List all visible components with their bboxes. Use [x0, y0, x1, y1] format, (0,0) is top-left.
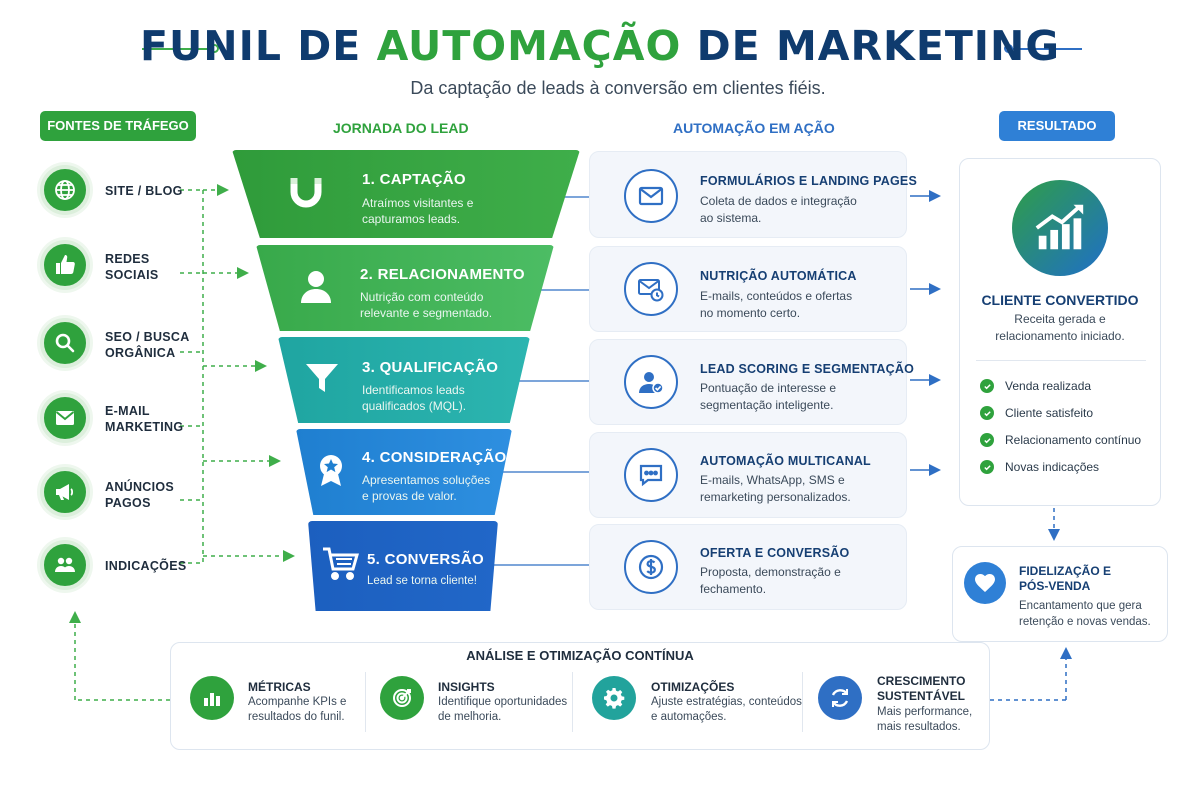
funnel-stage-relacionamento[interactable] — [256, 245, 554, 331]
dollar-icon — [624, 540, 678, 594]
mail-clock-icon — [624, 262, 678, 316]
loyalty-desc: Encantamento que gera retenção e novas v… — [1019, 600, 1151, 628]
target-icon — [380, 676, 424, 720]
analysis-item-title: MÉTRICAS — [248, 680, 311, 694]
analysis-item-desc: Acompanhe KPIs e resultados do funil. — [248, 696, 347, 723]
funnel-stage-captacao[interactable] — [232, 150, 580, 238]
growth-chart-icon — [1012, 180, 1108, 276]
result-desc: Receita gerada e relacionamento iniciado… — [995, 312, 1125, 343]
stage-desc: Nutrição com conteúdo relevante e segmen… — [360, 290, 493, 320]
check-icon — [980, 460, 994, 474]
title-part-1: FUNIL DE — [139, 22, 377, 70]
automation-desc: Proposta, demonstração e fechamento. — [700, 565, 841, 596]
automation-card-scoring[interactable] — [589, 339, 907, 425]
stage-desc: Identificamos leads qualificados (MQL). — [362, 383, 467, 413]
automation-desc: Coleta de dados e integração ao sistema. — [700, 194, 857, 225]
refresh-icon — [818, 676, 862, 720]
check-icon — [980, 379, 994, 393]
result-item: Cliente satisfeito — [980, 406, 1093, 420]
user-icon — [296, 266, 336, 311]
heart-icon — [964, 562, 1006, 604]
source-seo[interactable] — [40, 318, 90, 368]
result-item: Novas indicações — [980, 460, 1099, 474]
analysis-divider — [365, 672, 366, 732]
source-label: SEO / BUSCA ORGÂNICA — [105, 330, 190, 360]
automation-title: AUTOMAÇÃO MULTICANAL — [700, 454, 871, 468]
analysis-item-desc: Mais performance, mais resultados. — [877, 706, 973, 733]
automation-title: LEAD SCORING E SEGMENTAÇÃO — [700, 362, 915, 376]
stage-desc: Apresentamos soluções e provas de valor. — [362, 473, 491, 503]
automation-header: AUTOMAÇÃO EM AÇÃO — [673, 120, 835, 136]
title-right-line — [1012, 48, 1082, 50]
search-icon — [40, 318, 90, 368]
cart-icon — [320, 543, 360, 588]
title-part-3: DE MARKETING — [681, 22, 1061, 70]
loyalty-title: FIDELIZAÇÃO E PÓS-VENDA — [1019, 564, 1111, 593]
stage-title: 3. QUALIFICAÇÃO — [362, 359, 499, 376]
thumbs-up-icon — [40, 240, 90, 290]
automation-title: NUTRIÇÃO AUTOMÁTICA — [700, 269, 857, 283]
analysis-item-title: INSIGHTS — [438, 680, 495, 694]
journey-header: JORNADA DO LEAD — [333, 120, 469, 136]
automation-desc: E-mails, WhatsApp, SMS e remarketing per… — [700, 473, 851, 504]
stage-title: 4. CONSIDERAÇÃO — [362, 449, 507, 466]
title-part-2: AUTOMAÇÃO — [376, 22, 682, 70]
people-icon — [40, 540, 90, 590]
result-item-label: Cliente satisfeito — [1005, 406, 1094, 420]
result-item: Venda realizada — [980, 379, 1091, 393]
source-label: INDICAÇÕES — [105, 559, 187, 573]
filter-icon — [302, 358, 342, 403]
automation-desc: Pontuação de interesse e segmentação int… — [700, 381, 837, 412]
result-item-label: Venda realizada — [1005, 379, 1092, 393]
chat-icon — [624, 448, 678, 502]
title-left-line — [142, 48, 212, 50]
globe-icon — [40, 165, 90, 215]
source-label: ANÚNCIOS PAGOS — [105, 480, 175, 510]
page-title: FUNIL DE AUTOMAÇÃO DE MARKETING — [0, 20, 1200, 72]
page-subtitle: Da captação de leads à conversão em clie… — [410, 78, 826, 98]
stage-title: 1. CAPTAÇÃO — [362, 171, 466, 188]
source-indicacoes[interactable] — [40, 540, 90, 590]
automation-desc: E-mails, conteúdos e ofertas no momento … — [700, 289, 853, 320]
analysis-divider — [572, 672, 573, 732]
analysis-item-title: CRESCIMENTO SUSTENTÁVEL — [877, 674, 966, 703]
result-item-label: Novas indicações — [1005, 460, 1100, 474]
result-divider — [976, 360, 1146, 361]
gear-icon — [592, 676, 636, 720]
analysis-item-desc: Ajuste estratégias, conteúdos e automaçõ… — [651, 696, 802, 723]
result-header: RESULTADO — [999, 111, 1115, 141]
check-icon — [980, 406, 994, 420]
sources-header: FONTES DE TRÁFEGO — [40, 111, 196, 141]
automation-title: OFERTA E CONVERSÃO — [700, 546, 850, 560]
mail-icon — [40, 393, 90, 443]
source-anuncios[interactable] — [40, 467, 90, 517]
stage-desc: Lead se torna cliente! — [367, 575, 477, 587]
badge-icon — [311, 450, 351, 495]
stage-title: 2. RELACIONAMENTO — [360, 266, 525, 283]
stage-desc: Atraímos visitantes e capturamos leads. — [362, 196, 474, 226]
source-label: SITE / BLOG — [105, 184, 183, 198]
magnet-icon — [286, 172, 326, 217]
analysis-item-title: OTIMIZAÇÕES — [651, 680, 735, 694]
analysis-title: ANÁLISE E OTIMIZAÇÃO CONTÍNUA — [466, 648, 694, 663]
envelope-icon — [624, 169, 678, 223]
bar-chart-icon — [190, 676, 234, 720]
source-redes-sociais[interactable] — [40, 240, 90, 290]
stage-title: 5. CONVERSÃO — [367, 551, 484, 568]
result-item-label: Relacionamento contínuo — [1005, 433, 1142, 447]
source-email[interactable] — [40, 393, 90, 443]
analysis-item-desc: Identifique oportunidades de melhoria. — [438, 696, 568, 723]
automation-title: FORMULÁRIOS E LANDING PAGES — [700, 174, 917, 188]
title-left-dot — [210, 44, 219, 53]
user-check-icon — [624, 355, 678, 409]
megaphone-icon — [40, 467, 90, 517]
source-label: REDES SOCIAIS — [105, 252, 159, 282]
result-title: CLIENTE CONVERTIDO — [981, 292, 1139, 308]
source-site-blog[interactable] — [40, 165, 90, 215]
result-item: Relacionamento contínuo — [980, 433, 1141, 447]
check-icon — [980, 433, 994, 447]
source-label: E-MAIL MARKETING — [105, 404, 184, 434]
analysis-divider — [802, 672, 803, 732]
funnel-stage-conversao[interactable] — [308, 521, 498, 611]
